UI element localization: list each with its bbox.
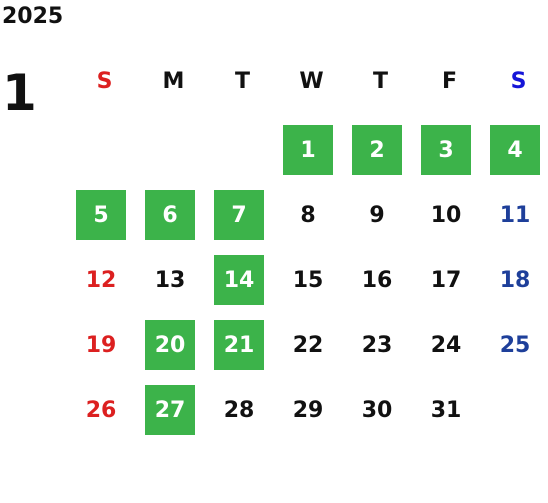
day-number: 3 [421,125,471,175]
month-number: 1 [2,64,37,122]
day-number: 4 [490,125,540,175]
day-number: 31 [430,397,462,423]
day-number: 5 [76,190,126,240]
day-cell[interactable]: 24 [415,315,484,380]
day-number: 8 [300,202,316,228]
empty-day-cell [208,120,277,185]
weekday-header-1: M [162,69,185,94]
day-cell[interactable]: 8 [277,185,346,250]
day-cell[interactable]: 4 [484,120,548,185]
day-number: 12 [85,267,117,293]
day-number: 7 [214,190,264,240]
day-cell[interactable]: 11 [484,185,548,250]
day-number: 18 [499,267,531,293]
weekday-header-6: S [510,69,527,94]
day-cell[interactable]: 14 [208,250,277,315]
weekday-header-2: T [234,69,250,94]
day-cell[interactable]: 13 [139,250,208,315]
day-cell[interactable]: 5 [70,185,139,250]
day-number: 22 [292,332,324,358]
day-cell[interactable]: 16 [346,250,415,315]
day-cell[interactable]: 2 [346,120,415,185]
day-number: 10 [430,202,462,228]
day-number: 2 [352,125,402,175]
day-number: 23 [361,332,393,358]
day-number: 17 [430,267,462,293]
day-number: 19 [85,332,117,358]
day-number: 16 [361,267,393,293]
day-cell[interactable]: 1 [277,120,346,185]
day-cell[interactable]: 18 [484,250,548,315]
day-cell[interactable]: 19 [70,315,139,380]
weekday-header-5: F [441,69,458,94]
day-cell[interactable]: 29 [277,380,346,445]
day-cell[interactable]: 23 [346,315,415,380]
day-cell[interactable]: 22 [277,315,346,380]
day-number: 26 [85,397,117,423]
day-cell[interactable]: 26 [70,380,139,445]
weekday-header-0: S [96,69,113,94]
day-number: 25 [499,332,531,358]
empty-day-cell [139,120,208,185]
day-number: 28 [223,397,255,423]
day-number: 20 [145,320,195,370]
day-number: 6 [145,190,195,240]
day-cell[interactable]: 6 [139,185,208,250]
day-number: 11 [499,202,531,228]
day-cell[interactable]: 20 [139,315,208,380]
weekday-header-4: T [372,69,388,94]
day-number: 14 [214,255,264,305]
day-cell[interactable]: 10 [415,185,484,250]
day-number: 15 [292,267,324,293]
day-cell[interactable]: 25 [484,315,548,380]
day-cell[interactable]: 28 [208,380,277,445]
empty-day-cell [70,120,139,185]
day-number: 29 [292,397,324,423]
day-number: 30 [361,397,393,423]
day-cell[interactable]: 3 [415,120,484,185]
day-cell[interactable]: 12 [70,250,139,315]
day-number: 13 [154,267,186,293]
day-number: 9 [369,202,385,228]
day-cell[interactable]: 21 [208,315,277,380]
day-number: 27 [145,385,195,435]
day-cell[interactable]: 30 [346,380,415,445]
day-cell[interactable]: 9 [346,185,415,250]
day-cell[interactable]: 31 [415,380,484,445]
weekday-header-3: W [299,69,324,94]
year-label: 2025 [2,4,64,29]
day-number: 21 [214,320,264,370]
day-cell[interactable]: 7 [208,185,277,250]
day-number: 1 [283,125,333,175]
day-cell[interactable]: 17 [415,250,484,315]
day-cell[interactable]: 15 [277,250,346,315]
day-number: 24 [430,332,462,358]
day-cell[interactable]: 27 [139,380,208,445]
